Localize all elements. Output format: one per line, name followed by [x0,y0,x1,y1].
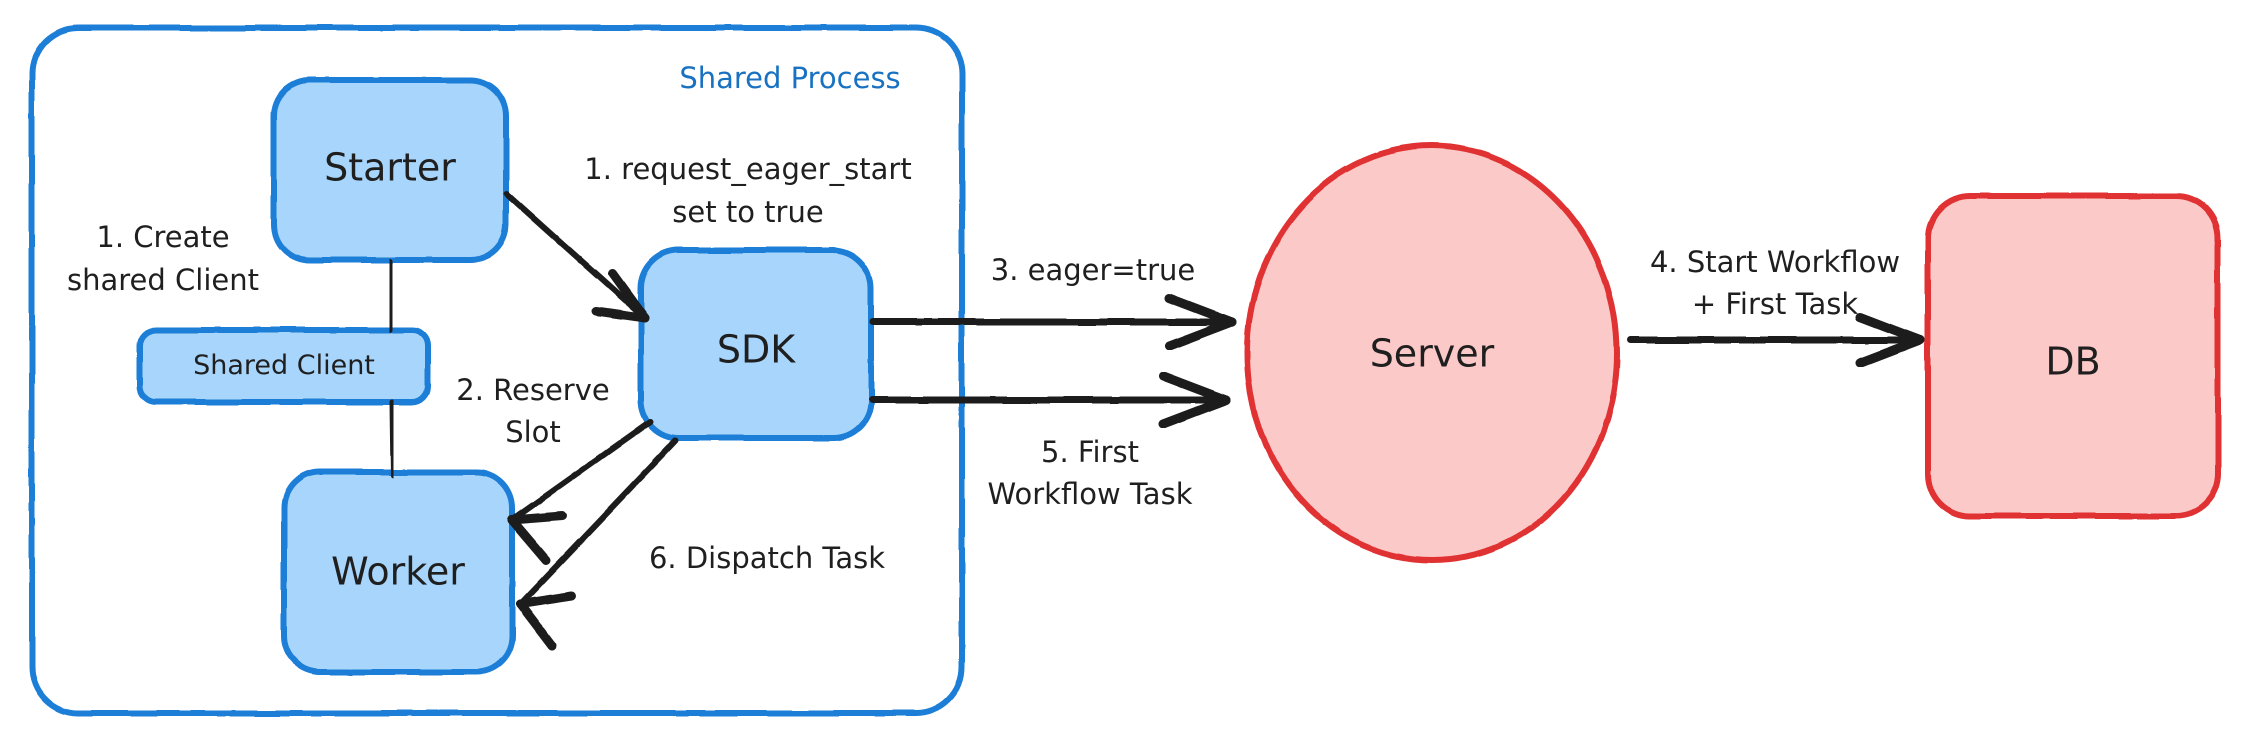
node-shared-client-shape[interactable] [137,327,431,405]
edge-sdk-to-worker-dispatch [515,437,679,651]
edge-sdk-to-server-eager [869,293,1237,351]
edge-server-to-db [1626,312,1925,368]
node-server-shape[interactable] [1244,143,1620,563]
edge-starter-to-sdk [504,191,650,323]
node-db-shape[interactable] [1925,193,2221,519]
edge-starter-shared-client-worker [387,259,396,479]
edge-sdk-to-worker-reserve [507,419,653,565]
node-starter-shape[interactable] [271,77,509,263]
shared-process-container [29,25,965,716]
node-worker-shape[interactable] [281,469,515,675]
node-sdk-shape[interactable] [638,247,874,441]
edge-sdk-to-server-first-task [869,371,1231,429]
